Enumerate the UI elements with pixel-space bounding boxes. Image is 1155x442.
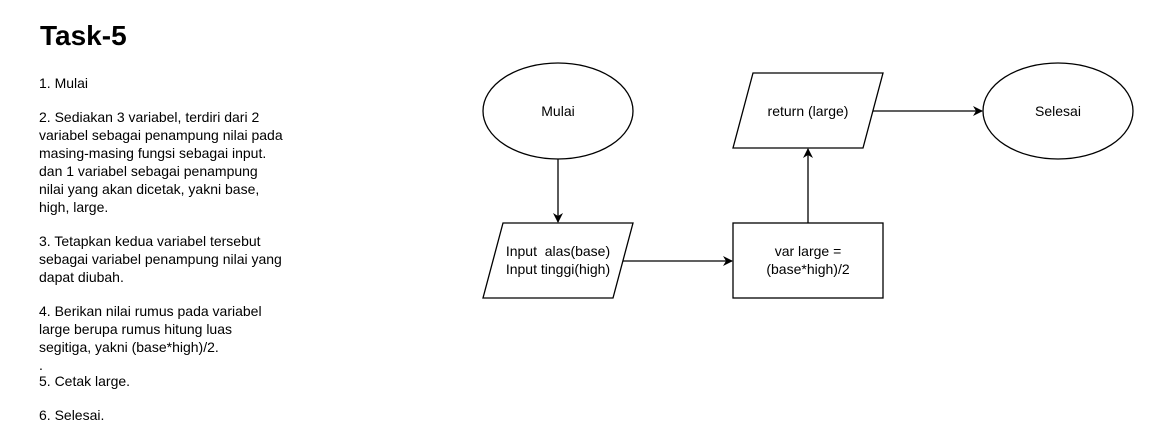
end-label: Selesai — [1035, 103, 1081, 119]
step-2-line-5: nilai yang akan dicetak, yakni base, — [39, 181, 260, 197]
step-5-line-1: 5. Cetak large. — [39, 373, 131, 389]
step-3-line-3: dapat diubah. — [39, 269, 124, 285]
step-separator-dot: . — [39, 356, 319, 373]
step-6: 6. Selesai. — [39, 406, 319, 424]
flowchart-start-node: Mulai — [482, 62, 634, 160]
step-4-line-3: segitiga, yakni (base*high)/2. — [39, 339, 219, 355]
step-3: 3. Tetapkan kedua variabel tersebut seba… — [39, 232, 319, 286]
step-4-line-1: 4. Berikan nilai rumus pada variabel — [39, 303, 262, 319]
step-3-line-2: sebagai variabel penampung nilai yang — [39, 251, 282, 267]
flowchart-output-node: return (large) — [732, 72, 884, 149]
output-parallelogram — [732, 72, 884, 149]
end-ellipse — [982, 62, 1134, 160]
step-1-line-1: 1. Mulai — [39, 75, 89, 91]
process-label-line-1: var large = — [775, 243, 842, 259]
input-label-line-2: Input tinggi(high) — [506, 261, 610, 277]
flowchart-process-node: var large = (base*high)/2 — [732, 222, 884, 299]
step-1: 1. Mulai — [39, 74, 319, 92]
step-3-line-1: 3. Tetapkan kedua variabel tersebut — [39, 233, 261, 249]
step-2-line-2: variabel sebagai penampung nilai pada — [39, 127, 283, 143]
output-label: return (large) — [768, 103, 849, 119]
flowchart-end-node: Selesai — [982, 62, 1134, 160]
step-2-line-3: masing-masing fungsi sebagai input. — [39, 145, 267, 161]
input-label-line-1: Input alas(base) — [506, 243, 610, 259]
page-title: Task-5 — [40, 20, 127, 51]
step-2-line-4: dan 1 variabel sebagai penampung — [39, 163, 258, 179]
step-separator-dot-text: . — [39, 357, 43, 373]
input-parallelogram — [482, 222, 634, 299]
process-label-line-2: (base*high)/2 — [766, 261, 849, 277]
step-2: 2. Sediakan 3 variabel, terdiri dari 2 v… — [39, 108, 319, 216]
step-6-line-1: 6. Selesai. — [39, 407, 105, 423]
steps-list: 1. Mulai 2. Sediakan 3 variabel, terdiri… — [39, 74, 319, 440]
step-5: 5. Cetak large. — [39, 372, 319, 390]
start-label: Mulai — [541, 103, 574, 119]
flowchart-input-node: Input alas(base) Input tinggi(high) — [482, 222, 634, 299]
step-4-line-2: large berupa rumus hitung luas — [39, 321, 233, 337]
step-4: 4. Berikan nilai rumus pada variabel lar… — [39, 302, 319, 356]
step-2-line-6: high, large. — [39, 199, 109, 215]
step-2-line-1: 2. Sediakan 3 variabel, terdiri dari 2 — [39, 109, 260, 125]
